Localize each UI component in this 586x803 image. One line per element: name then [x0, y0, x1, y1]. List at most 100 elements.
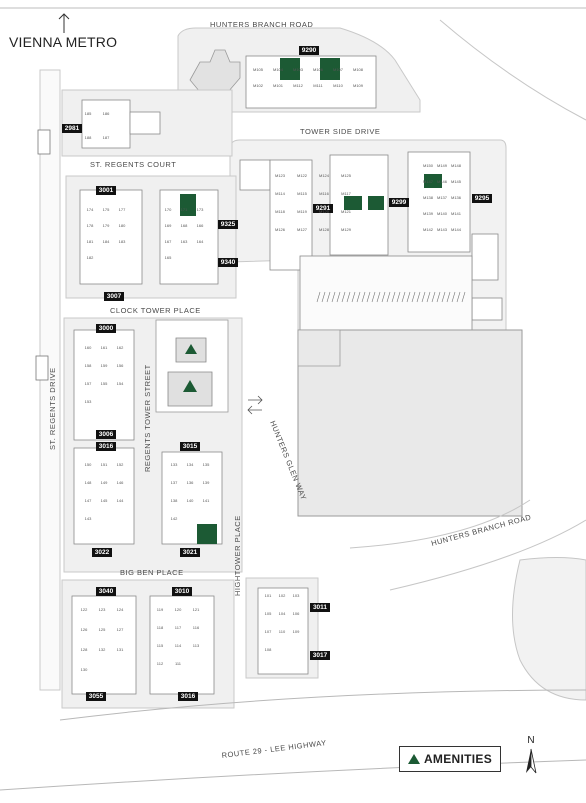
unit-label: 133	[171, 462, 178, 467]
unit-label: 112	[157, 661, 164, 666]
unit-label: M146	[437, 179, 448, 184]
parking-stripe	[421, 291, 426, 303]
road-tower-side: TOWER SIDE DRIVE	[300, 127, 380, 136]
unit-label: 183	[119, 239, 126, 244]
badge-3010	[172, 587, 192, 596]
left-road-strip	[39, 69, 61, 691]
right-edge-curve	[439, 19, 586, 121]
parking-stripe	[361, 291, 366, 303]
parking-stripe	[401, 291, 406, 303]
svg-text:3016: 3016	[99, 443, 114, 450]
amenity-triangle-icon	[407, 754, 420, 764]
parking-stripe	[351, 291, 356, 303]
unit-label: 149	[101, 480, 108, 485]
unit-label: 180	[119, 223, 126, 228]
badge-3000	[96, 324, 116, 333]
badge-3040	[96, 587, 116, 596]
road-st-regents-court: ST. REGENTS COURT	[90, 160, 176, 169]
unit-label: M119	[297, 209, 307, 214]
unit-label: 105	[265, 611, 272, 616]
parking-stripe	[341, 291, 346, 303]
unit-label: M123	[275, 173, 286, 178]
parking-stripe	[396, 291, 401, 303]
unit-label: M137	[437, 195, 448, 200]
parking-stripe	[346, 291, 351, 303]
parking-stripe	[326, 291, 331, 303]
unit-label: 128	[81, 647, 88, 652]
svg-text:3015: 3015	[183, 443, 198, 450]
unit-label: 158	[85, 363, 92, 368]
m-amenity-1	[344, 196, 362, 210]
block-b-left-building	[79, 189, 143, 285]
unit-label: 169	[165, 223, 172, 228]
badge-3021	[180, 548, 200, 557]
unit-label: M117	[341, 191, 351, 196]
unit-label: 157	[85, 381, 92, 386]
parking-stripe	[406, 291, 411, 303]
unit-label: M105	[253, 67, 264, 72]
map-title: VIENNA METRO	[9, 34, 118, 50]
unit-label: M136	[451, 195, 462, 200]
svg-text:3021: 3021	[183, 549, 198, 556]
svg-text:3010: 3010	[175, 588, 190, 595]
parking-stripe	[436, 291, 441, 303]
unit-label: M143	[437, 227, 448, 232]
block-b-amenity	[180, 194, 196, 216]
unit-label: M138	[423, 195, 434, 200]
road-big-ben: BIG BEN PLACE	[120, 568, 184, 577]
unit-label: M126	[275, 227, 286, 232]
block-c-mid-building	[73, 447, 135, 545]
unit-label: 142	[171, 516, 178, 521]
badge-3006	[96, 430, 116, 439]
svg-text:3000: 3000	[99, 325, 114, 332]
unit-label: 164	[197, 239, 204, 244]
unit-label: 102	[279, 593, 286, 598]
unit-label: 159	[101, 363, 108, 368]
unit-label: 143	[85, 516, 92, 521]
unit-label: 132	[99, 647, 106, 652]
unit-label: 101	[265, 593, 272, 598]
upper-amenity-1	[280, 58, 300, 80]
road-regents-tower: REGENTS TOWER STREET	[143, 364, 152, 472]
parking-lot	[299, 255, 473, 335]
unit-label: 178	[87, 223, 94, 228]
parking-stripe	[426, 291, 431, 303]
parking-stripe	[451, 291, 456, 303]
unit-label: 122	[81, 607, 88, 612]
unit-label: M107	[333, 67, 344, 72]
building-badges: 9290 2981 3001 9325 9340 3007 9291 9299 …	[62, 46, 492, 701]
arrow-right-icon	[248, 395, 263, 405]
badge-9299	[389, 198, 409, 207]
arrow-left-icon	[247, 405, 262, 415]
unit-label: 171	[181, 207, 188, 212]
parking-stripe	[456, 291, 461, 303]
unit-label: M106	[313, 67, 324, 72]
central-building-notch	[297, 329, 341, 367]
road-route29: ROUTE 29 - LEE HIGHWAY	[221, 738, 327, 760]
unit-label: M115	[297, 191, 307, 196]
left-small-box-2	[35, 355, 49, 381]
unit-label: M108	[353, 67, 364, 72]
unit-label: 156	[117, 363, 124, 368]
unit-label: 135	[203, 462, 210, 467]
unit-label: 168	[181, 223, 188, 228]
parking-stripe	[316, 291, 321, 303]
unit-label: 109	[293, 629, 300, 634]
unit-label: 165	[165, 255, 172, 260]
parking-stripe	[441, 291, 446, 303]
unit-label: 173	[197, 207, 204, 212]
unit-label: M144	[451, 227, 462, 232]
badge-3001	[96, 186, 116, 195]
m-amenity-3	[424, 174, 442, 188]
svg-text:3016: 3016	[181, 693, 196, 700]
unit-label: M141	[451, 211, 462, 216]
unit-label: 141	[203, 498, 210, 503]
unit-label: M129	[341, 227, 352, 232]
unit-label: M149	[437, 163, 448, 168]
parking-stripe	[446, 291, 451, 303]
unit-label: M125	[341, 173, 352, 178]
parking-stripes	[316, 291, 466, 303]
unit-label: M103	[293, 67, 304, 72]
block-c-left-building	[73, 329, 135, 441]
svg-text:9290: 9290	[302, 47, 317, 54]
